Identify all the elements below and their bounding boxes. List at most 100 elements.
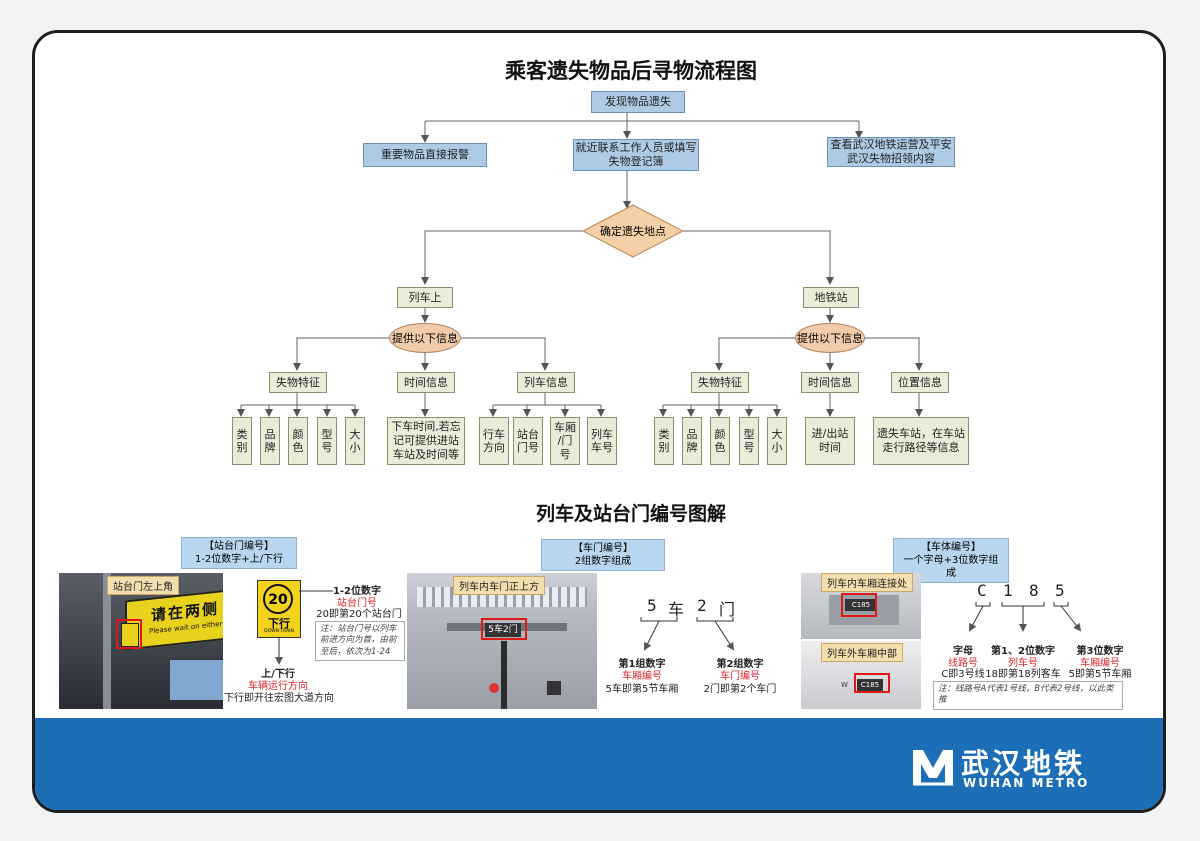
body-l1-desc: C即3号线 (941, 669, 985, 680)
body-l3-label: 第3位数字 (1076, 646, 1124, 657)
feat-left-item-5: 大 小 (345, 417, 365, 465)
platform-photo-tag: 站台门左上角 (107, 576, 179, 595)
poster-card: 乘客遗失物品后寻物流程图 发现物品遗失 重要物品直接报警 就近联系工作人员或填写… (32, 30, 1166, 813)
platform-num-label: 1-2位数字 (332, 586, 382, 597)
feature-left-node: 失物特征 (269, 372, 327, 393)
brand-en: WUHAN METRO (963, 776, 1090, 790)
body-highlight-1 (841, 593, 877, 617)
door-photo-code: 5车2门 (485, 623, 521, 637)
brand-footer: 武汉地铁 WUHAN METRO (35, 718, 1163, 810)
time-right-node: 时间信息 (801, 372, 859, 393)
platform-photo: 请在两侧 Please wait on either sid (59, 573, 223, 709)
sign-number: 20 (263, 584, 293, 614)
sign-en: DOWN TRAIN (264, 629, 294, 634)
start-node: 发现物品遗失 (591, 91, 685, 113)
door-photo-sticker-2 (489, 683, 499, 693)
platform-dir-label: 上/下行 (261, 669, 295, 680)
platform-note: 注：站台门号以列车 前进方向为首，由前 至后，依次为1-24 (315, 621, 405, 662)
door-g1-red: 车厢编号 (622, 671, 662, 682)
train-item-3: 车厢 /门 号 (550, 417, 580, 465)
train-node: 列车上 (397, 287, 453, 308)
door-photo: 5车2门 (407, 573, 597, 709)
feat-right-item-4: 型 号 (739, 417, 759, 465)
door-photo-tag: 列车内车门正上方 (453, 576, 545, 595)
door-char-2: 车 (668, 600, 685, 619)
platform-dir-desc: 下行即开往宏图大道方向 (224, 693, 334, 704)
staff-node: 就近联系工作人员或填写 失物登记簿 (573, 139, 699, 171)
platform-caption-2: 1-2位数字+上/下行 (194, 554, 284, 565)
door-photo-sticker-1 (547, 681, 561, 695)
sign-direction: 下行 (268, 617, 290, 630)
body-photo1-tag: 列车内车厢连接处 (821, 573, 913, 592)
door-caption-2: 2组数字组成 (574, 556, 632, 567)
feat-left-item-3: 颜 色 (288, 417, 308, 465)
body-photo2-tag: 列车外车厢中部 (821, 643, 903, 662)
decision-label: 确定遗失地点 (600, 225, 666, 238)
provide-right-ellipse: 提供以下信息 (795, 323, 865, 353)
door-char-1: 5 (647, 596, 657, 615)
subtitle: 列车及站台门编号图解 (535, 503, 726, 525)
body-l1-red: 线路号 (948, 658, 978, 669)
body-note: 注：线路号A代表1号线，B代表2号线，以此类推 (933, 681, 1123, 710)
time-right-desc: 进/出站 时间 (805, 417, 855, 465)
location-node: 位置信息 (891, 372, 949, 393)
outside-photo-prefix: W (841, 681, 848, 689)
train-item-2: 站台 门号 (513, 417, 543, 465)
feature-right-node: 失物特征 (691, 372, 749, 393)
outside-photo-code: C185 (857, 679, 883, 691)
body-l2-desc: 18即第18列客车 (985, 669, 1061, 680)
body-l3-red: 车厢编号 (1080, 658, 1120, 669)
metro-logo-icon (909, 744, 957, 788)
location-desc: 遗失车站，在车站 走行路径等信息 (873, 417, 969, 465)
platform-caption: 【站台门编号】 1-2位数字+上/下行 (181, 537, 297, 569)
body-char-2: 1 (1003, 581, 1013, 600)
door-char-3: 2 (697, 596, 707, 615)
photo-window (169, 659, 223, 701)
door-g2-label: 第2组数字 (716, 659, 764, 670)
train-item-1: 行车 方向 (479, 417, 509, 465)
station-node: 地铁站 (803, 287, 859, 308)
photo-door-num (121, 623, 139, 647)
police-node: 重要物品直接报警 (363, 143, 487, 167)
time-left-node: 时间信息 (397, 372, 455, 393)
platform-dir-red: 车辆运行方向 (248, 681, 308, 692)
flowchart-connectors (237, 113, 923, 417)
feat-left-item-4: 型 号 (317, 417, 337, 465)
body-caption-1: 【车体编号】 (921, 542, 981, 553)
feat-left-item-2: 品 牌 (260, 417, 280, 465)
body-l3-desc: 5即第5节车厢 (1068, 669, 1132, 680)
notice-node: 查看武汉地铁运营及平安 武汉失物招领内容 (827, 137, 955, 167)
body-char-4: 5 (1055, 581, 1065, 600)
platform-arrows (275, 590, 333, 665)
page-title: 乘客遗失物品后寻物流程图 (505, 59, 757, 83)
feat-right-item-3: 颜 色 (710, 417, 730, 465)
body-brackets (969, 602, 1082, 632)
door-char-4: 门 (719, 600, 736, 619)
platform-num-desc: 20即第20个站台门 (316, 609, 402, 620)
platform-num-red: 站台门号 (337, 598, 377, 609)
body-char-1: C (977, 581, 987, 600)
feat-left-item-1: 类 别 (232, 417, 252, 465)
body-l2-label: 第1、2位数字 (991, 646, 1055, 657)
time-left-desc: 下车时间,若忘 记可提供进站 车站及时间等 (387, 417, 465, 465)
door-g2-desc: 2门即第2个车门 (703, 684, 777, 695)
feat-right-item-1: 类 别 (654, 417, 674, 465)
door-g2-red: 车门编号 (720, 671, 760, 682)
door-caption-1: 【车门编号】 (573, 543, 633, 554)
door-g1-desc: 5车即第5节车厢 (605, 684, 679, 695)
feat-right-item-2: 品 牌 (682, 417, 702, 465)
brand-cn: 武汉地铁 (961, 747, 1086, 780)
body-l1-label: 字母 (953, 646, 973, 657)
platform-caption-1: 【站台门编号】 (204, 541, 274, 552)
inside-photo-code: C185 (845, 599, 877, 611)
decision-diamond (581, 204, 685, 258)
photo-column (103, 573, 111, 709)
door-caption: 【车门编号】 2组数字组成 (541, 539, 665, 571)
train-item-4: 列车 车号 (587, 417, 617, 465)
door-g1-label: 第1组数字 (618, 659, 666, 670)
body-caption-2: 一个字母+3位数字组成 (903, 555, 999, 579)
door-highlight (481, 618, 527, 640)
body-l2-red: 列车号 (1008, 658, 1038, 669)
feat-right-item-5: 大 小 (767, 417, 787, 465)
platform-highlight (116, 619, 142, 649)
